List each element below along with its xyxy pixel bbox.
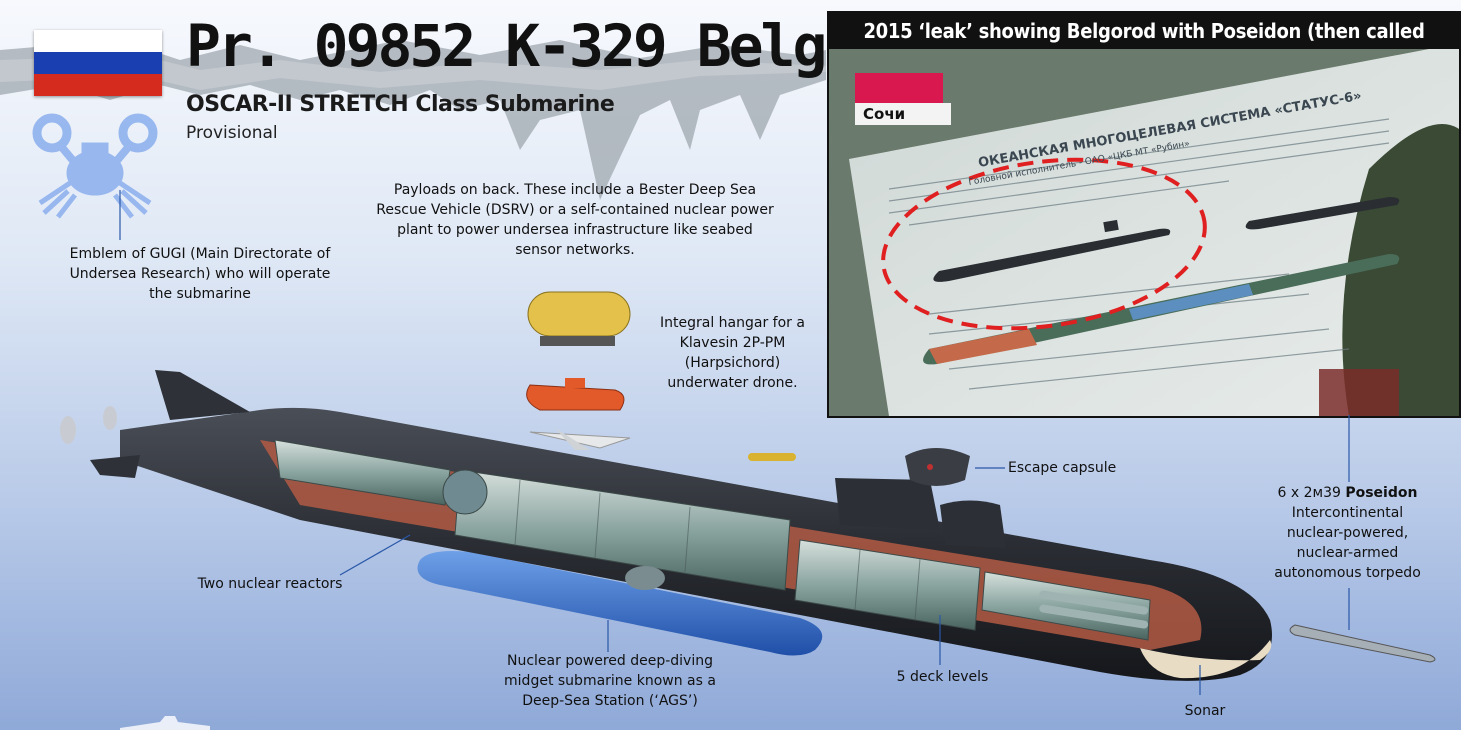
ags-midget-submarine <box>417 551 823 656</box>
label-hangar-line: underwater drone. <box>667 375 798 391</box>
label-escape-capsule: Escape capsule <box>1008 460 1117 476</box>
label-emblem-line: Undersea Research) who will operate <box>69 266 331 282</box>
gugi-crab-emblem-icon <box>32 113 158 219</box>
label-poseidon-line: autonomous torpedo <box>1274 565 1421 581</box>
label-reactors: Two nuclear reactors <box>197 576 343 592</box>
leaked-document-image: ОКЕАНСКАЯ МНОГОЦЕЛЕВАЯ СИСТЕМА «СТАТУС-6… <box>829 49 1459 416</box>
channel-label: Сочи <box>855 103 951 125</box>
status-text: Provisional <box>186 123 278 143</box>
poseidon-name: Poseidon <box>1345 485 1418 501</box>
torpedo-room <box>981 571 1151 641</box>
flag-stripe-red <box>34 74 162 96</box>
poseidon-torpedo <box>1289 624 1436 663</box>
submarine-sail <box>835 478 940 530</box>
label-ags-line: midget submarine known as a <box>504 673 716 689</box>
aft-compartment <box>274 439 451 506</box>
escape-capsule <box>905 448 970 486</box>
label-poseidon-line: nuclear-armed <box>1296 545 1399 561</box>
flag-stripe-blue <box>34 52 162 74</box>
label-payloads-line: Payloads on back. These include a Bester… <box>393 182 757 198</box>
deck-levels-section <box>794 539 981 631</box>
propellers <box>60 406 117 444</box>
label-emblem: Emblem of GUGI (Main Directorate of Unde… <box>60 244 340 304</box>
label-payloads: Payloads on back. These include a Bester… <box>370 180 780 260</box>
tail-fin <box>155 370 250 420</box>
label-ags: Nuclear powered deep-diving midget subma… <box>485 651 735 711</box>
page-subtitle: OSCAR-II STRETCH Class Submarine <box>186 92 615 117</box>
label-payloads-line: plant to power undersea infrastructure l… <box>397 222 753 238</box>
label-hangar-line: Integral hangar for a <box>660 315 805 331</box>
inset-title: 2015 ‘leak’ showing Belgorod with Poseid… <box>829 13 1459 79</box>
payload-bester-dsrv <box>526 378 625 411</box>
payload-dsrv-powerplant <box>527 291 631 346</box>
label-poseidon: 6 x 2м39 Poseidon Intercontinental nucle… <box>1255 483 1440 583</box>
label-ags-line: Deep-Sea Station (‘AGS’) <box>522 693 698 709</box>
klavesin-drone <box>748 453 796 461</box>
ice-background <box>0 40 826 200</box>
leak-photo-inset: 2015 ‘leak’ showing Belgorod with Poseid… <box>827 11 1461 418</box>
label-poseidon-line: nuclear-powered, <box>1286 525 1409 541</box>
label-poseidon-heading: 6 x 2м39 Poseidon <box>1255 483 1440 503</box>
label-ags-line: Nuclear powered deep-diving <box>506 653 713 669</box>
label-hangar: Integral hangar for a Klavesin 2P-PM (Ha… <box>650 313 815 393</box>
payload-drone <box>529 428 631 450</box>
label-emblem-line: the submarine <box>149 286 251 302</box>
callout-reactors <box>339 534 411 576</box>
reactor-compartment <box>454 469 791 591</box>
label-payloads-line: Rescue Vehicle (DSRV) or a self-containe… <box>376 202 774 218</box>
channel-logo-bar <box>855 73 943 103</box>
russian-flag-icon <box>34 30 162 96</box>
label-sonar: Sonar <box>1184 703 1226 719</box>
poseidon-count: 6 x 2м39 <box>1277 485 1346 501</box>
label-payloads-line: sensor networks. <box>515 242 635 258</box>
page-title: Pr. 09852 K-329 Belgorod <box>186 12 955 80</box>
label-deck-levels: 5 deck levels <box>896 669 989 685</box>
label-hangar-line: Klavesin 2P-PM <box>679 335 786 351</box>
sonar-dome <box>1140 640 1272 679</box>
flag-stripe-white <box>34 30 162 52</box>
label-emblem-line: Emblem of GUGI (Main Directorate of <box>69 246 331 262</box>
label-hangar-line: (Harpsichord) <box>684 355 781 371</box>
nuclear-reactors <box>442 469 488 515</box>
label-poseidon-line: Intercontinental <box>1291 505 1404 521</box>
